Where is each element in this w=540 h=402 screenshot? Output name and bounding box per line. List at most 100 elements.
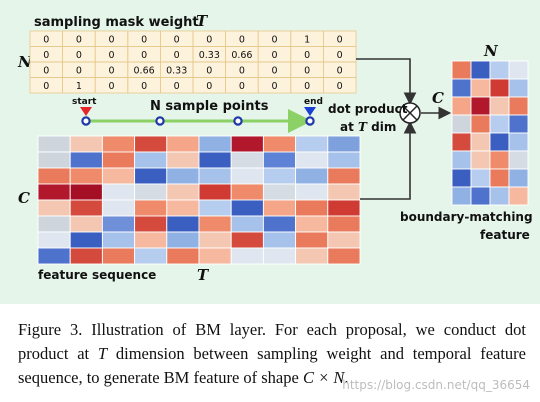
heatmap-cell	[37, 199, 71, 217]
heatmap-cell	[295, 151, 329, 169]
heatmap-cell	[69, 135, 103, 153]
heatmap-cell	[37, 167, 71, 185]
heatmap-cell	[470, 132, 491, 152]
heatmap-cell	[69, 183, 103, 201]
mask-cell-value: 0	[271, 50, 277, 61]
heatmap-cell	[470, 168, 491, 188]
mask-cell-value: 0	[239, 81, 245, 92]
heatmap-cell	[508, 60, 529, 80]
feature-t-label: T	[197, 266, 210, 284]
heatmap-cell	[451, 60, 472, 80]
feature-sequence-label: feature sequence	[38, 268, 156, 282]
mask-cell-value: 0	[141, 50, 147, 61]
mask-cell-value: 0	[304, 50, 310, 61]
heatmap-cell	[508, 114, 529, 134]
heatmap-cell	[69, 167, 103, 185]
heatmap-cell	[166, 135, 200, 153]
heatmap-cell	[69, 199, 103, 217]
heatmap-cell	[134, 183, 168, 201]
heatmap-cell	[37, 135, 71, 153]
sample-point	[305, 116, 315, 126]
heatmap-cell	[198, 183, 232, 201]
heatmap-cell	[327, 199, 361, 217]
start-marker	[80, 107, 92, 116]
heatmap-cell	[327, 215, 361, 233]
heatmap-cell	[37, 215, 71, 233]
heatmap-cell	[198, 247, 232, 265]
heatmap-cell	[262, 247, 297, 265]
heatmap-cell	[327, 247, 361, 265]
heatmap-cell	[101, 135, 136, 153]
heatmap-cell	[230, 199, 264, 217]
heatmap-cell	[198, 215, 232, 233]
heatmap-cell	[134, 167, 168, 185]
mask-cell-value: 0	[271, 81, 277, 92]
heatmap-cell	[508, 132, 529, 152]
heatmap-cell	[37, 247, 71, 265]
heatmap-cell	[69, 231, 103, 249]
sample-point	[81, 116, 91, 126]
heatmap-cell	[295, 231, 329, 249]
mask-cell-value: 0.33	[199, 50, 220, 61]
heatmap-cell	[508, 150, 529, 170]
heatmap-cell	[508, 96, 529, 116]
heatmap-cell	[230, 167, 264, 185]
mask-cell-value: 1	[76, 81, 82, 92]
heatmap-cell	[262, 135, 297, 153]
figure-caption: Figure 3. Illustration of BM layer. For …	[18, 318, 526, 390]
heatmap-cell	[101, 183, 136, 201]
mask-cell-value: 0	[206, 81, 212, 92]
heatmap-cell	[166, 167, 200, 185]
heatmap-cell	[166, 215, 200, 233]
mask-cell	[322, 77, 357, 94]
sample-point	[233, 116, 243, 126]
heatmap-cell	[134, 199, 168, 217]
mask-cell-value: 0	[108, 66, 114, 77]
heatmap-cell	[295, 183, 329, 201]
heatmap-cell	[470, 150, 491, 170]
dot-product-dim-label: at T dim	[340, 120, 396, 134]
mask-cell-value: 0	[108, 50, 114, 61]
mask-cell-value: 0.33	[166, 66, 187, 77]
mask-cell-value: 0	[304, 66, 310, 77]
heatmap-cell	[166, 151, 200, 169]
dot-product-label: dot product	[328, 102, 408, 116]
heatmap-cell	[198, 167, 232, 185]
mask-cell-value: 0	[43, 50, 49, 61]
mask-cell-value: 0	[43, 66, 49, 77]
dot-product-operator-icon	[399, 102, 421, 124]
end-label: end	[304, 97, 323, 107]
heatmap-cell	[295, 247, 329, 265]
heatmap-cell	[166, 199, 200, 217]
mask-t-label: T	[196, 12, 209, 30]
mask-cell-value: 0	[174, 50, 180, 61]
heatmap-cell	[230, 151, 264, 169]
mask-cell-value: 0.66	[134, 66, 155, 77]
heatmap-cell	[327, 231, 361, 249]
feature-sequence-heatmap	[37, 135, 361, 265]
heatmap-cell	[101, 199, 136, 217]
heatmap-cell	[134, 151, 168, 169]
heatmap-cell	[166, 183, 200, 201]
mask-cell-value: 0	[271, 66, 277, 77]
heatmap-cell	[134, 231, 168, 249]
heatmap-cell	[451, 150, 472, 170]
watermark: https://blog.csdn.net/qq_36654	[342, 378, 530, 392]
heatmap-cell	[451, 168, 472, 188]
bm-n-label: N	[483, 42, 499, 60]
mask-cell-value: 0	[76, 35, 82, 46]
heatmap-cell	[327, 135, 361, 153]
end-marker	[304, 107, 316, 116]
heatmap-cell	[470, 114, 491, 134]
heatmap-cell	[262, 199, 297, 217]
heatmap-cell	[230, 183, 264, 201]
heatmap-cell	[262, 167, 297, 185]
heatmap-cell	[101, 215, 136, 233]
caption-math-t: T	[97, 344, 108, 363]
heatmap-cell	[262, 215, 297, 233]
heatmap-cell	[470, 60, 491, 80]
heatmap-cell	[295, 215, 329, 233]
heatmap-cell	[69, 151, 103, 169]
